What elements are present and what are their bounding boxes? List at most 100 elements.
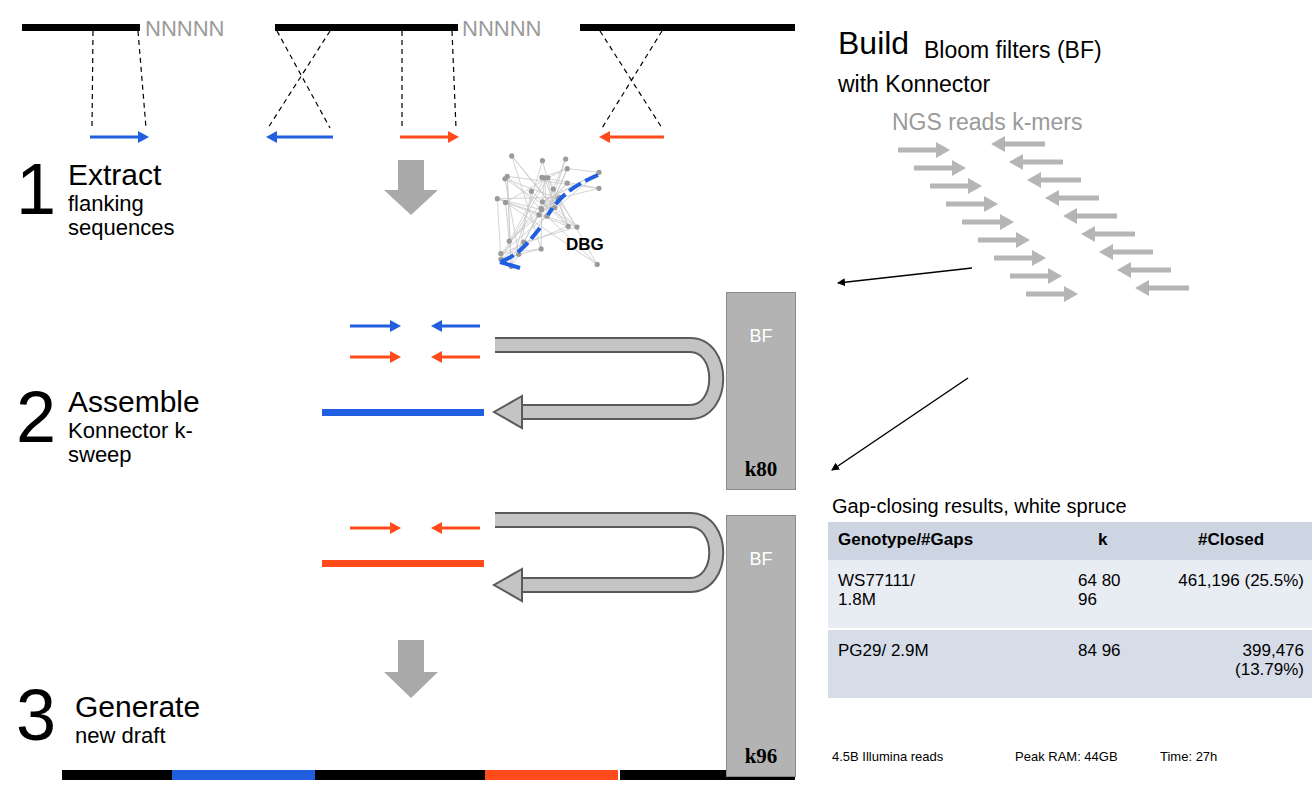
- dbg-edge: [497, 199, 541, 210]
- flow-arrow: [384, 160, 438, 215]
- closed-gap-blue: [322, 409, 484, 416]
- box-label: BF: [727, 550, 795, 570]
- step-number: 1: [16, 150, 56, 229]
- dbg-vertex: [509, 153, 514, 158]
- footnote: 4.5B Illumina reads: [832, 750, 943, 764]
- read: [930, 184, 970, 189]
- read-head: [1099, 244, 1113, 260]
- bloom-filter-box: BF k96: [726, 515, 796, 777]
- dbg-edge: [524, 189, 553, 242]
- read: [914, 166, 954, 171]
- read: [994, 256, 1034, 261]
- bloom-filter-box: BFk80: [726, 292, 796, 490]
- dbg-vertex: [495, 196, 500, 201]
- box-label: BF: [727, 327, 795, 347]
- leader-arrow: [838, 268, 972, 283]
- dbg-vertex: [565, 181, 570, 186]
- heading-text: Bloom filters (BF): [924, 38, 1102, 63]
- read: [1021, 160, 1063, 165]
- read-head: [936, 142, 950, 158]
- step-text: new draft: [75, 724, 166, 748]
- read: [1026, 292, 1066, 297]
- dbg-vertex: [498, 251, 503, 256]
- table-cell: 64 80 96: [1078, 572, 1136, 609]
- read-head: [1000, 214, 1014, 230]
- dashed-guides: [92, 31, 662, 128]
- read-head: [952, 160, 966, 176]
- dbg-vertex: [507, 239, 512, 244]
- dbg-edge: [511, 161, 542, 267]
- read-head: [968, 178, 982, 194]
- gap-label: NNNNN: [462, 17, 541, 41]
- step-title: Extract: [68, 158, 161, 191]
- heading: Build: [838, 26, 909, 61]
- read-head: [1081, 226, 1095, 242]
- step-text: flanking sequences: [68, 192, 193, 240]
- k-value: k96: [727, 745, 795, 768]
- dbg-edge: [501, 226, 568, 253]
- footnote: Peak RAM: 44GB: [1015, 750, 1118, 764]
- read: [1057, 196, 1099, 201]
- dbg-vertex: [505, 174, 510, 179]
- flank-arrows: [90, 131, 664, 143]
- closed-gap-red: [322, 560, 484, 567]
- read-head: [1135, 280, 1149, 296]
- read: [962, 220, 1002, 225]
- dbg-vertex: [563, 156, 568, 161]
- dbg-vertex: [595, 262, 600, 267]
- dbg-vertex: [529, 189, 534, 194]
- read: [946, 202, 986, 207]
- dbg-edge: [497, 199, 501, 260]
- dbg-vertex: [565, 166, 570, 171]
- dbg-vertex: [503, 200, 508, 205]
- table-cell: WS77111/ 1.8M: [838, 572, 933, 609]
- read-head: [1016, 232, 1030, 248]
- read: [1075, 214, 1117, 219]
- step-title: Assemble: [68, 385, 200, 418]
- flow-arrow: [384, 640, 438, 698]
- read: [1129, 268, 1171, 273]
- read-head: [1009, 154, 1023, 170]
- table-header: k: [1098, 531, 1107, 550]
- table-cell: PG29/ 2.9M: [838, 642, 933, 661]
- dbg-vertex: [566, 224, 571, 229]
- dbg-edge: [505, 179, 519, 255]
- read-head: [1032, 250, 1046, 266]
- dbg-label: DBG: [566, 236, 604, 255]
- dbg-vertex: [539, 246, 544, 251]
- step-number: 2: [16, 378, 56, 457]
- read-head: [1048, 268, 1062, 284]
- table-cell: 461,196 (25.5%): [1176, 572, 1304, 591]
- read: [1003, 142, 1045, 147]
- leader-arrow: [832, 378, 968, 470]
- read: [1039, 178, 1081, 183]
- read: [1093, 232, 1135, 237]
- table-cell: 84 96: [1078, 642, 1136, 661]
- read-head: [991, 136, 1005, 152]
- step-text: Konnector k-sweep: [68, 419, 198, 467]
- dbg-vertex: [574, 224, 579, 229]
- read-head: [1027, 172, 1041, 188]
- dbg-edge: [507, 176, 511, 266]
- read-head: [984, 196, 998, 212]
- table-header: #Closed: [1198, 531, 1264, 550]
- table-header: Genotype/#Gaps: [838, 531, 973, 550]
- step-number: 3: [16, 676, 56, 755]
- heading-text: with Konnector: [838, 72, 990, 97]
- dbg-vertex: [540, 199, 545, 204]
- step-title: Generate: [75, 690, 200, 723]
- dbg-edge: [501, 202, 543, 254]
- read: [1010, 274, 1050, 279]
- flank-pairs: [350, 320, 480, 534]
- dbg-vertex: [596, 186, 601, 191]
- dbg-edge: [558, 198, 577, 227]
- read: [1111, 250, 1153, 255]
- loop-arrow: [494, 345, 716, 601]
- dbg-vertex: [551, 186, 556, 191]
- dbg-vertex: [542, 175, 547, 180]
- table-title: Gap-closing results, white spruce: [832, 495, 1127, 517]
- reads-label: NGS reads k-mers: [892, 110, 1082, 135]
- read: [1147, 286, 1189, 291]
- results-table: [828, 522, 1312, 698]
- dbg-vertex: [540, 158, 545, 163]
